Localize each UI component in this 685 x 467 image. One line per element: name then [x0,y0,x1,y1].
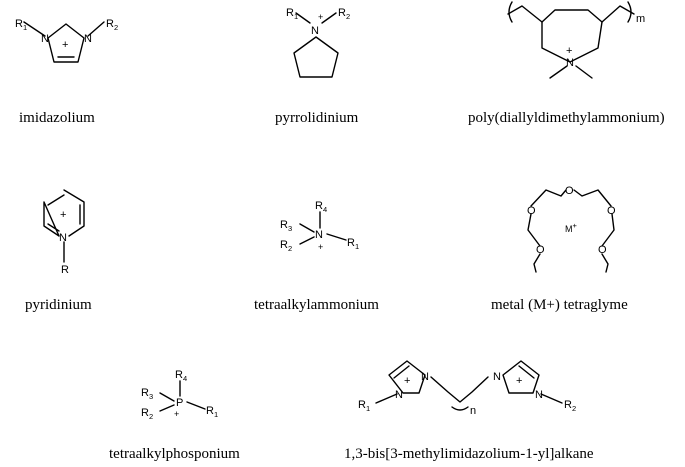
ammonium-r1-label: R1 [347,237,359,251]
phosphonium-r1-label: R1 [206,405,218,419]
ammonium-r3-label: R3 [280,219,292,233]
bisimidazolium-charge-right: + [516,375,522,387]
imidazolium-structure: R1 N N R2 + [15,18,118,63]
bisimidazolium-n-left-1: N [395,389,403,401]
caption-pyridinium: pyridinium [25,297,92,313]
pyridinium-charge: + [60,209,66,221]
caption-pyrrolidinium: pyrrolidinium [275,110,359,126]
bisimidazolium-repeat-n: n [470,405,476,417]
phosphonium-r4-label: R4 [175,369,187,383]
bisimidazolium-n-left-2: N [421,371,429,383]
pyridinium-structure: N R + [43,189,85,276]
pyrrolidinium-charge: + [318,12,323,22]
bisimidazolium-r2-label: R2 [564,399,576,413]
pyrrolidinium-r1-label: R1 [286,7,298,21]
tetraglyme-o-1: O [527,205,536,217]
caption-tetraalkylammonium: tetraalkylammonium [254,297,379,313]
tetraglyme-structure: O O O O O M+ [527,185,616,273]
pyrrolidinium-r2-label: R2 [338,7,350,21]
caption-tetraalkylphosphonium: tetraalkylphosponium [109,446,240,462]
caption-imidazolium: imidazolium [19,110,95,126]
pyrrolidinium-n: N [311,25,319,37]
tetraglyme-o-2: O [565,185,574,197]
imidazolium-n-left: N [41,33,49,45]
polydadma-left-bracket [508,1,513,23]
imidazolium-n-right: N [84,33,92,45]
caption-polydadma: poly(diallyldimethylammonium) [468,110,665,126]
bisimidazolium-n-right-1: N [493,371,501,383]
phosphonium-charge: + [174,409,179,419]
ammonium-n: N [315,229,323,241]
ammonium-r4-label: R4 [315,200,327,214]
imidazolium-charge: + [62,39,68,51]
ammonium-r2-label: R2 [280,239,292,253]
polydadma-right-bracket [627,1,632,23]
caption-bisimidazolium: 1,3-bis[3-methylimidazolium-1-yl]alkane [344,446,594,462]
polydadma-n: N [566,57,574,69]
phosphonium-p: P [176,397,183,409]
polydadma-structure: N + m [507,1,645,79]
bisimidazolium-structure: R1 N N + n N N + R2 [358,360,576,417]
tetraglyme-metal-ion: M+ [565,221,578,234]
ammonium-charge: + [318,242,323,252]
pyrrolidinium-structure: R1 N + R2 [286,7,350,78]
pyridinium-r: R [61,264,69,276]
tetraalkylphosphonium-structure: R4 R3 P R2 + R1 [141,369,218,421]
bisimidazolium-r1-label: R1 [358,399,370,413]
phosphonium-r3-label: R3 [141,387,153,401]
bisimidazolium-linker-bracket [451,406,469,411]
pyridinium-n: N [59,232,67,244]
tetraalkylammonium-structure: R4 R3 N R2 + R1 [280,200,359,253]
bisimidazolium-charge-left: + [404,375,410,387]
bisimidazolium-n-right-2: N [535,389,543,401]
phosphonium-r2-label: R2 [141,407,153,421]
polydadma-repeat-m: m [636,13,645,25]
imidazolium-r2-label: R2 [106,18,118,32]
tetraglyme-o-3: O [607,205,616,217]
caption-tetraglyme: metal (M+) tetraglyme [491,297,628,313]
tetraglyme-o-5: O [598,244,607,256]
polydadma-charge: + [566,45,572,57]
tetraglyme-o-4: O [536,244,545,256]
imidazolium-r1-label: R1 [15,18,27,32]
